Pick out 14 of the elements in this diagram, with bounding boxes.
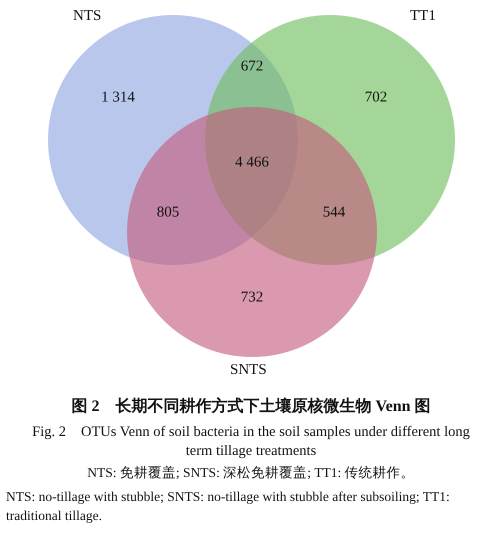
set-label: SNTS xyxy=(230,362,267,379)
note: NTS: no-tillage with stubble; SNTS: no-tillage with stubble after subsoiling; TT1: traditional tillage. xyxy=(6,488,451,525)
figure-caption: Fig. 2 OTUs Venn of soil bacteria in the soil samples under different long term tillage treatments xyxy=(31,423,471,461)
set-label: TT1 xyxy=(410,8,436,25)
region-count: 544 xyxy=(322,204,346,222)
region-count: 732 xyxy=(240,290,264,306)
set-label: NTS xyxy=(73,8,102,25)
region-count: 702 xyxy=(364,90,388,106)
note: NTS: 免耕覆盖; SNTS: 深松免耕覆盖; TT1: 传统耕作。 xyxy=(86,464,416,482)
region-count: 4 466 xyxy=(235,154,269,172)
region-count: 1 314 xyxy=(101,90,135,106)
region-count: 805 xyxy=(156,204,180,222)
figure-title: 图 2 长期不同耕作方式下土壤原核微生物 Venn 图 xyxy=(70,396,432,417)
region-count: 672 xyxy=(240,58,264,76)
